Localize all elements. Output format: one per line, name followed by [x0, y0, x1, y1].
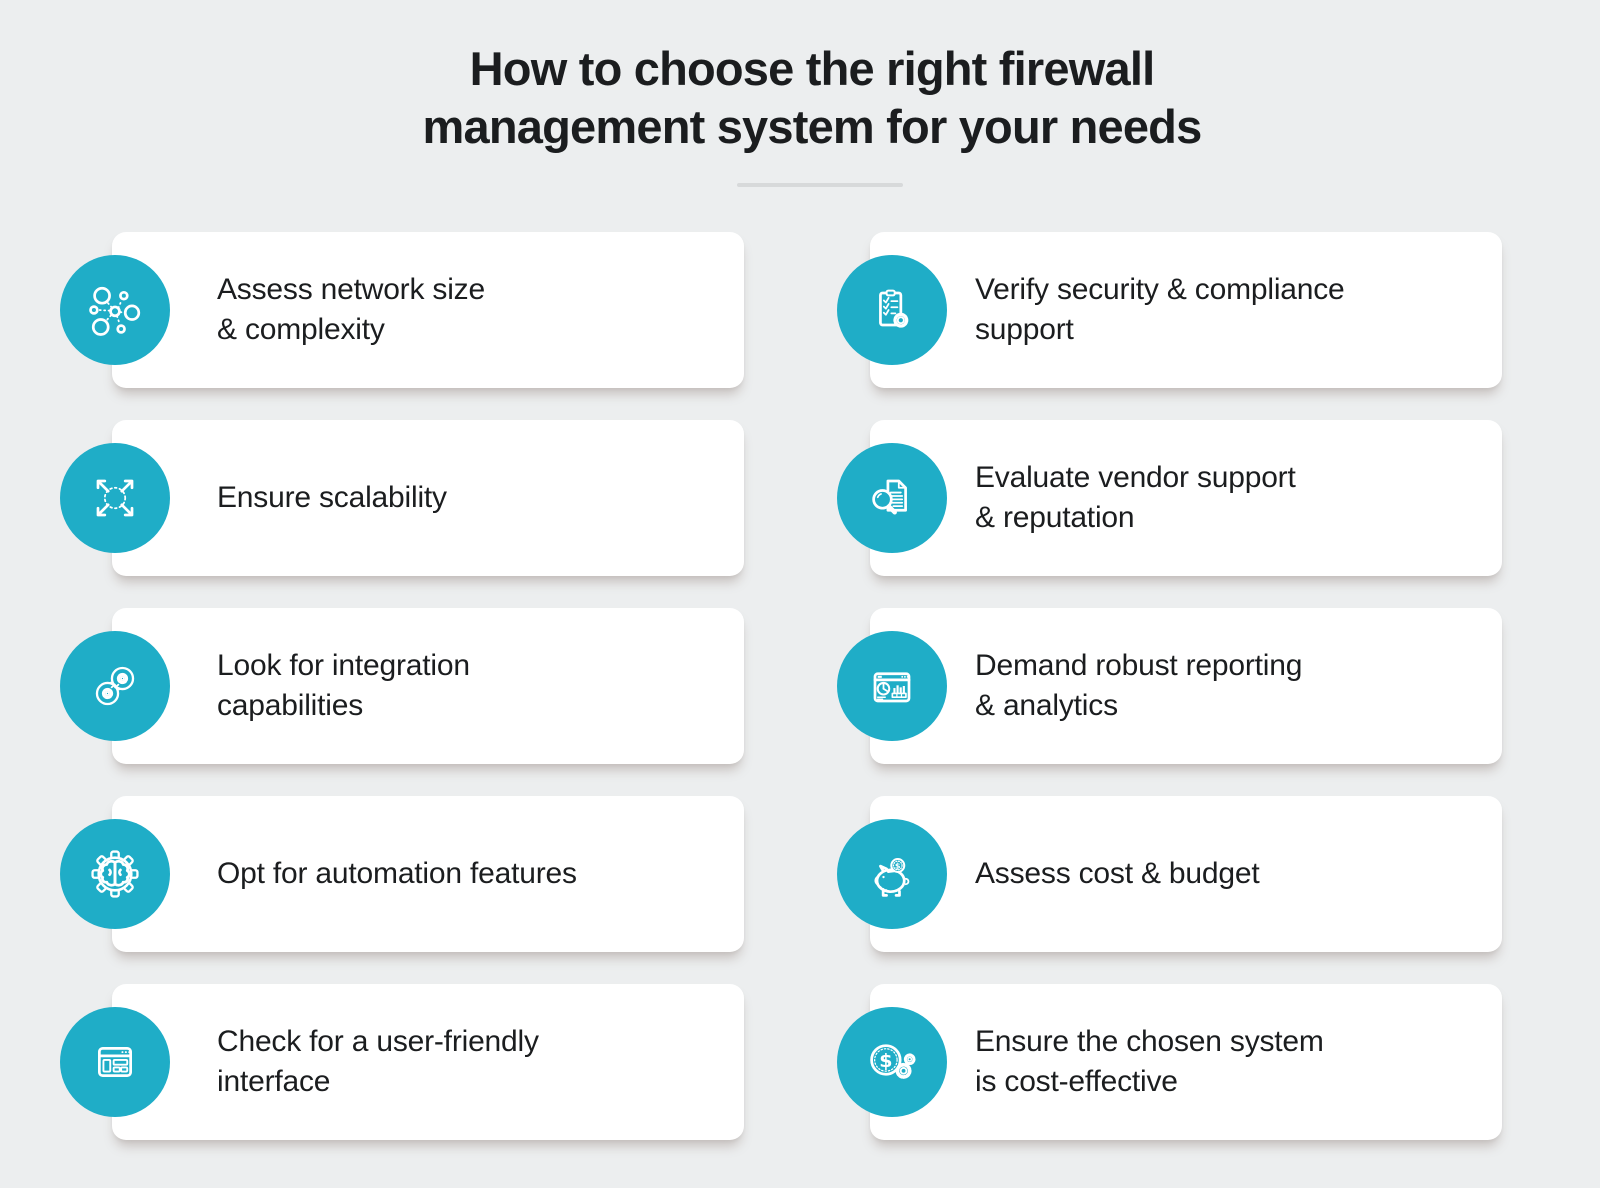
card-text-line: Verify security & compliance — [975, 273, 1345, 306]
icon-badge — [60, 255, 170, 365]
card-reporting-analytics: Demand robust reporting & analytics — [837, 608, 1502, 764]
dollar-gears-icon: $ — [870, 1044, 916, 1079]
card-integration: Look for integration capabilities — [60, 608, 744, 764]
card-text: Verify security & compliance support — [975, 270, 1345, 350]
card-text-line: & reputation — [975, 501, 1135, 534]
card-text-line: Ensure the chosen system — [975, 1025, 1324, 1058]
card-text-line: is cost-effective — [975, 1065, 1178, 1098]
card-text-line: & analytics — [975, 689, 1118, 722]
card-text: Check for a user-friendly interface — [217, 1022, 539, 1102]
card-text-line: support — [975, 313, 1074, 346]
card-automation: Opt for automation features — [60, 796, 744, 952]
card-text-line: Evaluate vendor support — [975, 461, 1296, 494]
integration-icon — [95, 666, 135, 706]
card-text: Evaluate vendor support & reputation — [975, 458, 1296, 538]
dashboard-analytics-icon — [873, 672, 911, 703]
card-text: Demand robust reporting & analytics — [975, 646, 1302, 726]
card-text-line: Ensure scalability — [217, 481, 447, 514]
svg-text:$: $ — [879, 1050, 892, 1072]
card-text: Ensure the chosen system is cost-effecti… — [975, 1022, 1324, 1102]
card-text-line: Assess network size — [217, 273, 485, 306]
expand-arrows-icon — [96, 479, 134, 517]
icon-badge — [837, 255, 947, 365]
icon-badge — [837, 443, 947, 553]
card-text: Look for integration capabilities — [217, 646, 470, 726]
checklist-badge-icon — [879, 289, 909, 328]
card-cost-budget: $ Assess cost & budget — [837, 796, 1502, 952]
card-ui: Check for a user-friendly interface — [60, 984, 744, 1140]
card-text: Assess network size & complexity — [217, 270, 485, 350]
document-magnifier-icon — [872, 479, 907, 515]
card-text-line: Demand robust reporting — [975, 649, 1303, 682]
card-text-line: Opt for automation features — [217, 857, 577, 890]
card-network-size: Assess network size & complexity — [60, 232, 744, 388]
card-text: Ensure scalability — [217, 478, 447, 518]
card-text-line: capabilities — [217, 689, 364, 722]
icon-badge: $ — [837, 1007, 947, 1117]
card-cost-effective: $ Ensure the chosen system is cost-effec… — [837, 984, 1502, 1140]
card-text-line: Look for integration — [217, 649, 470, 682]
page-title-line-1: How to choose the right firewall — [469, 42, 1155, 95]
card-text: Assess cost & budget — [975, 854, 1260, 894]
card-text-line: Check for a user-friendly — [217, 1025, 539, 1058]
network-icon — [89, 286, 141, 336]
icon-badge — [60, 631, 170, 741]
svg-text:$: $ — [895, 861, 901, 871]
card-text-line: & complexity — [217, 313, 385, 346]
icon-badge — [837, 631, 947, 741]
card-text-line: Assess cost & budget — [975, 857, 1260, 890]
card-text: Opt for automation features — [217, 854, 577, 894]
automation-gear-brain-icon — [91, 850, 139, 898]
card-vendor-support: Evaluate vendor support & reputation — [837, 420, 1502, 576]
icon-badge: $ — [837, 819, 947, 929]
card-security-compliance: Verify security & compliance support — [837, 232, 1502, 388]
page-title-line-2: management system for your needs — [422, 100, 1203, 153]
browser-window-icon — [98, 1047, 132, 1077]
icon-badge — [60, 819, 170, 929]
card-text-line: interface — [217, 1065, 331, 1098]
piggy-bank-icon: $ — [874, 858, 910, 897]
card-scalability: Ensure scalability — [60, 420, 744, 576]
icon-badge — [60, 443, 170, 553]
title-divider — [737, 183, 903, 187]
page-title: How to choose the right firewall managem… — [12, 40, 1600, 156]
icon-badge — [60, 1007, 170, 1117]
